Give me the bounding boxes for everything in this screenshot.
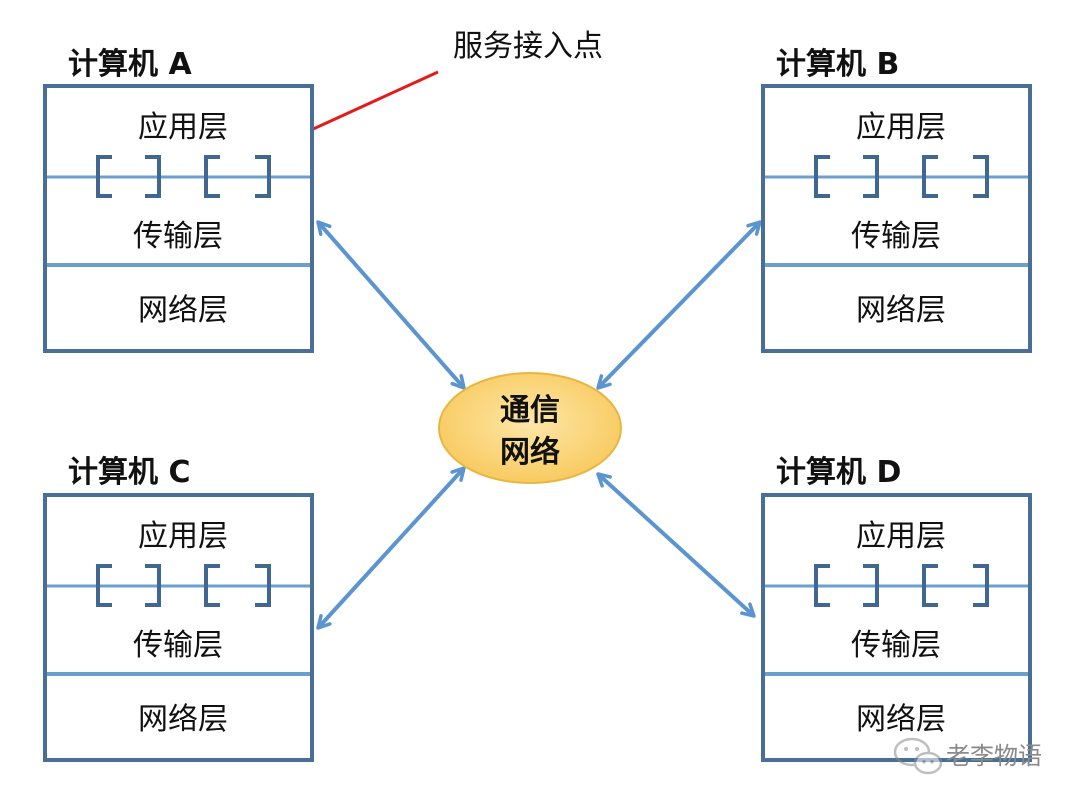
link-b-network xyxy=(596,220,762,390)
computer-d-service-access-points xyxy=(765,564,1028,607)
network-ellipse xyxy=(438,372,622,484)
computer-d-sap-2-left-bracket xyxy=(922,564,938,607)
link-d-network xyxy=(596,472,756,618)
computer-a: 计算机 A 应用层 传输层 网络层 xyxy=(43,47,314,353)
computer-d-box xyxy=(761,493,1032,762)
computer-c-service-access-points xyxy=(47,564,310,607)
computer-a-service-access-points xyxy=(47,155,310,198)
computer-c-sap-1-left-bracket xyxy=(96,564,112,607)
computer-d-sap-2-right-bracket xyxy=(973,564,989,607)
link-a-network xyxy=(316,220,466,390)
wechat-icon xyxy=(893,737,943,775)
computer-d-title: 计算机 D xyxy=(776,455,901,490)
communication-network: 通信 网络 xyxy=(438,372,622,484)
computer-d-network-layer: 网络层 xyxy=(856,702,946,737)
computer-d-sap-1-left-bracket xyxy=(814,564,830,607)
computer-b-sap-2-left-bracket xyxy=(922,155,938,198)
computer-b-network-layer: 网络层 xyxy=(856,293,946,328)
computer-c-network-layer: 网络层 xyxy=(138,702,228,737)
computer-b-box xyxy=(761,84,1032,353)
computer-a-box xyxy=(43,84,314,353)
computer-c-sap-2-right-bracket xyxy=(255,564,271,607)
computer-c-box xyxy=(43,493,314,762)
link-c-network xyxy=(316,466,466,630)
computer-b-sap-2-right-bracket xyxy=(973,155,989,198)
computer-d-transport-layer: 传输层 xyxy=(851,628,941,663)
computer-d: 计算机 D 应用层 传输层 网络层 xyxy=(761,455,1032,762)
network-label-line2: 网络 xyxy=(500,435,560,470)
computer-b-service-access-points xyxy=(765,155,1028,198)
computer-a-sap-2-right-bracket xyxy=(255,155,271,198)
computer-a-network-layer: 网络层 xyxy=(138,293,228,328)
computer-d-sap-1-right-bracket xyxy=(863,564,879,607)
computer-c-application-layer: 应用层 xyxy=(138,519,228,554)
watermark: 老李物语 xyxy=(893,737,1042,775)
computer-b: 计算机 B 应用层 传输层 网络层 xyxy=(761,47,1032,353)
computer-a-title: 计算机 A xyxy=(68,47,192,82)
computer-c-sap-1-right-bracket xyxy=(145,564,161,607)
computer-c-title: 计算机 C xyxy=(68,455,190,490)
computer-a-application-layer: 应用层 xyxy=(138,110,228,145)
computer-a-transport-layer: 传输层 xyxy=(133,219,223,254)
computer-b-sap-1-left-bracket xyxy=(814,155,830,198)
computer-a-sap-1-left-bracket xyxy=(96,155,112,198)
computer-c: 计算机 C 应用层 传输层 网络层 xyxy=(43,455,314,762)
computer-a-sap-1-right-bracket xyxy=(145,155,161,198)
computer-a-sap-2-left-bracket xyxy=(204,155,220,198)
computer-b-transport-layer: 传输层 xyxy=(851,219,941,254)
computer-b-title: 计算机 B xyxy=(776,47,899,82)
computer-b-application-layer: 应用层 xyxy=(856,110,946,145)
computer-c-transport-layer: 传输层 xyxy=(133,628,223,663)
computer-b-sap-1-right-bracket xyxy=(863,155,879,198)
computer-d-application-layer: 应用层 xyxy=(856,519,946,554)
network-label-line1: 通信 xyxy=(500,393,560,428)
watermark-text: 老李物语 xyxy=(946,742,1042,770)
computer-c-sap-2-left-bracket xyxy=(204,564,220,607)
sap-annotation-label: 服务接入点 xyxy=(453,29,603,64)
